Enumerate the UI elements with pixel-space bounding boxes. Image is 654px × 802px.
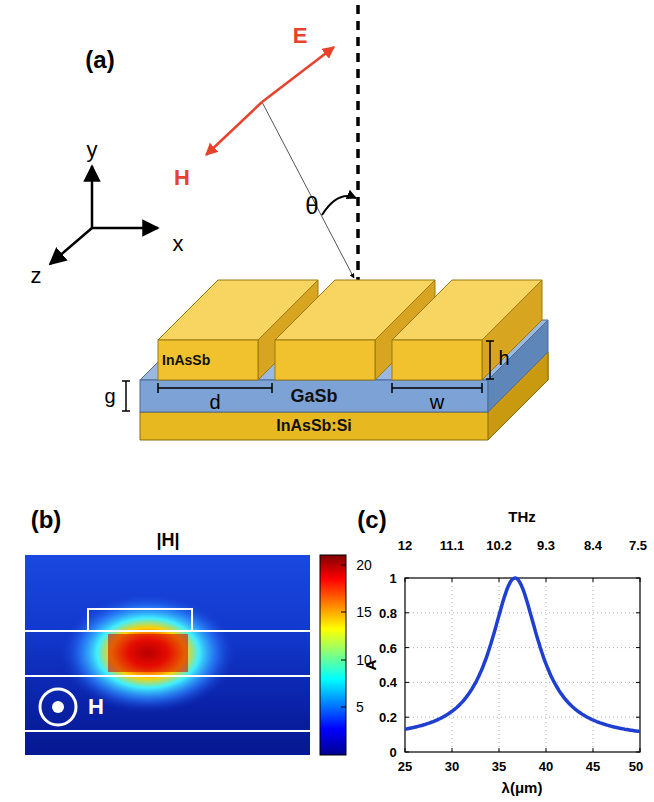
tick-label: 7.5	[629, 539, 647, 552]
tick-label: 11.1	[440, 539, 465, 552]
dimension-label: g	[104, 386, 115, 406]
tick-label: 1	[389, 572, 396, 585]
axis-title: THz	[508, 509, 536, 524]
tick-label: 0.8	[379, 606, 397, 619]
tick-label: 40	[539, 760, 553, 773]
tick-label: 12	[398, 539, 412, 552]
tick-label: 50	[629, 760, 643, 773]
tick-label: 10.2	[486, 539, 511, 552]
panel-letter: (a)	[85, 48, 114, 72]
tick-label: 0.4	[379, 676, 397, 689]
panel-letter: (b)	[31, 508, 62, 532]
substrate-layer: InAsSb:Si	[140, 412, 488, 440]
map-title: |H|	[156, 531, 179, 549]
axis-name: x	[173, 233, 184, 255]
field-symbol: H	[88, 696, 104, 718]
axis-name: z	[31, 265, 42, 287]
dimension-label: w	[430, 392, 444, 412]
absorption-curve	[405, 578, 640, 732]
top-grating-bar: InAsSb	[158, 340, 258, 380]
colorbar-tick: 20	[356, 558, 372, 572]
angle-symbol: θ	[305, 194, 318, 218]
colorbar-tick: 5	[356, 700, 364, 714]
tick-label: 0.2	[379, 711, 397, 724]
field-symbol: H	[174, 167, 190, 189]
axis-name: y	[87, 139, 98, 161]
tick-label: 0	[389, 746, 396, 759]
dimension-label: d	[209, 392, 220, 412]
tick-label: 9.3	[537, 539, 555, 552]
tick-label: 0.6	[379, 641, 397, 654]
axis-title: λ(μm)	[502, 780, 543, 795]
axis-title: A	[363, 660, 378, 671]
tick-label: 35	[492, 760, 506, 773]
layer-label: InAsSb	[162, 352, 210, 368]
dimension-label: h	[498, 348, 509, 368]
tick-label: 8.4	[584, 539, 602, 552]
tick-label: 30	[445, 760, 459, 773]
tick-label: 45	[586, 760, 600, 773]
panel-letter: (c)	[357, 508, 386, 532]
field-symbol: E	[293, 25, 308, 47]
layer-label: InAsSb:Si	[276, 417, 352, 435]
colorbar-tick: 15	[356, 605, 372, 619]
layer-label: GaSb	[290, 386, 337, 407]
tick-label: 25	[398, 760, 412, 773]
